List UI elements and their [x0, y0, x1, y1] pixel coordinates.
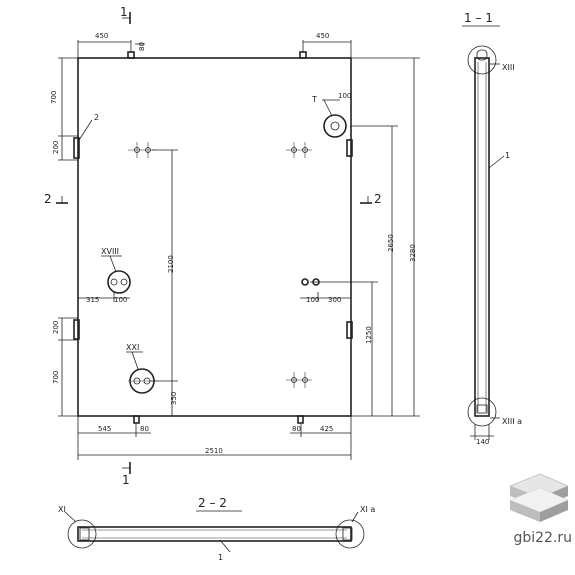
bottom-1-leader: 1	[218, 553, 223, 562]
section-2-right-marker: 2	[360, 192, 382, 206]
dim-top-450-right: 450	[316, 32, 329, 40]
dim-100-right: 100	[306, 296, 319, 304]
dim-425: 425	[320, 425, 333, 433]
dim-height-350: 350	[170, 392, 178, 405]
section-2-2-view: XI XI а 1	[58, 505, 375, 562]
panel-outline	[77, 57, 352, 417]
section-1-top-marker: 1	[120, 5, 131, 24]
section-1-bottom-marker: 1	[122, 462, 131, 487]
top-dimension-chain: 450 80 450	[77, 32, 352, 58]
mark-XXI: XXI	[126, 343, 139, 352]
dim-80-left: 80	[140, 425, 149, 433]
dim-height-2650: 2650	[387, 234, 395, 252]
dim-left-700-top: 700	[50, 91, 58, 104]
dim-overall-2510: 2510	[205, 447, 223, 455]
hole-XXI: XXI	[126, 343, 158, 394]
dim-315-100: 315 100	[78, 292, 130, 304]
hole-XVIII: XVIII	[101, 247, 131, 294]
right-plate-bottom	[346, 321, 353, 339]
view-1-1-title: 1 – 1	[464, 11, 493, 25]
hole-T: T 100	[311, 92, 351, 138]
dim-height-1250: 1250	[365, 326, 373, 344]
dim-100-top: 100	[338, 92, 351, 100]
dim-80-right: 80	[292, 425, 301, 433]
brand-site-text: gbi22.ru	[513, 530, 572, 546]
dim-left-200-bottom: 200	[52, 321, 60, 334]
hole-pair-right: 100 300	[300, 278, 351, 304]
bolt-pair-top-right	[286, 142, 312, 158]
right-plate-top	[346, 139, 353, 157]
top-loop-right	[299, 51, 307, 59]
dim-top-450-left: 450	[95, 32, 108, 40]
mark-XVIII: XVIII	[101, 247, 119, 256]
right-dimension-chain: 3280 2650 1250	[310, 57, 420, 417]
dim-left-700-bottom: 700	[52, 371, 60, 384]
bottom-XI: XI	[58, 505, 66, 514]
left-dimension-chain: 700 200 200 700	[50, 57, 78, 417]
sec-XIIIa: XIII а	[502, 417, 522, 426]
dim-top-80: 80	[138, 42, 146, 51]
bottom-XIa: XI а	[360, 505, 375, 514]
left-plate-bottom	[73, 319, 80, 340]
sec-XIII: XIII	[502, 63, 515, 72]
brand-logo	[509, 473, 569, 522]
dim-300: 300	[328, 296, 341, 304]
dim-315: 315	[86, 296, 99, 304]
bolt-pair-top-left	[128, 142, 156, 158]
mark-T: T	[311, 95, 317, 104]
top-loop-left	[127, 51, 135, 59]
bolt-pair-bottom-right	[286, 372, 312, 388]
bottom-loop-left	[133, 415, 140, 424]
dim-140: 140	[476, 438, 489, 446]
sec-1-leader: 1	[505, 151, 510, 160]
left-plate-top	[73, 137, 80, 159]
section-2-left-label: 2	[44, 192, 52, 206]
section-2-right-label: 2	[374, 192, 382, 206]
dim-100-left: 100	[114, 296, 127, 304]
view-2-2-title: 2 – 2	[198, 496, 227, 510]
dim-545: 545	[98, 425, 111, 433]
dim-left-200-top: 200	[52, 141, 60, 154]
dim-overall-height-3280: 3280	[409, 244, 417, 262]
mark-2: 2	[94, 113, 99, 122]
bottom-dimension-chain: 545 80 80 425 2510	[77, 416, 352, 460]
section-1-1-view: XIII 1 XIII а 140	[467, 45, 522, 446]
section-1-top-label: 1	[120, 5, 128, 19]
section-2-left-marker: 2	[44, 192, 68, 206]
bottom-loop-right	[297, 415, 304, 424]
dim-height-2100: 2100	[167, 255, 175, 273]
section-1-bottom-label: 1	[122, 473, 130, 487]
